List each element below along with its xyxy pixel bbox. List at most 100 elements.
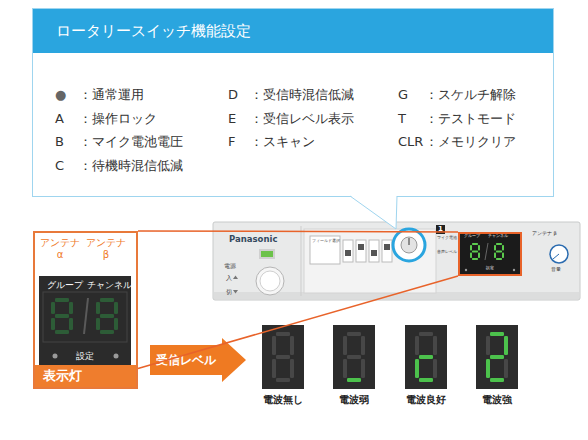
- switch-label: 電源: [224, 262, 236, 269]
- function-name: ：通常運用: [79, 87, 144, 103]
- segment: [472, 243, 478, 245]
- segment: [415, 336, 419, 355]
- segment: [504, 336, 508, 355]
- segment: [114, 302, 118, 314]
- segment: [290, 359, 294, 378]
- digit-screen: [262, 325, 304, 389]
- segment: [343, 359, 347, 378]
- switch-position: E: [228, 111, 236, 127]
- switch-label: 入: [226, 274, 232, 281]
- leader-connector: [138, 231, 458, 368]
- segment: [343, 336, 347, 355]
- level-label: 音声レベル: [437, 250, 457, 255]
- channel-label: チャンネル: [488, 234, 508, 239]
- volume-pointer: [553, 254, 559, 259]
- segment: [361, 359, 365, 378]
- segment: [347, 378, 361, 382]
- switch-lever: [345, 250, 351, 256]
- segment: [415, 359, 419, 378]
- function-name: ：スキャン: [250, 134, 315, 150]
- antenna-switch: [382, 240, 392, 262]
- level-digit: 電波強: [476, 325, 518, 389]
- segment: [55, 314, 69, 318]
- segment: [419, 355, 433, 359]
- rotary-pointer: [409, 238, 410, 245]
- power-led: [261, 251, 273, 257]
- group-label: グループ: [47, 280, 83, 290]
- seven-segment-digit: [343, 332, 365, 382]
- segment: [69, 302, 73, 314]
- switch-position: C: [55, 158, 64, 174]
- seven-segment-digit: [51, 298, 73, 334]
- switch-position: F: [228, 134, 235, 150]
- display-divider: [84, 298, 88, 334]
- function-name: ：スケルチ解除: [425, 87, 516, 103]
- segment: [494, 253, 496, 259]
- indicator-caption: 表示灯: [35, 365, 136, 387]
- function-name: ：マイク電池電圧: [79, 134, 183, 150]
- segment: [419, 378, 433, 382]
- switch-lever: [384, 244, 390, 250]
- leader-line: [138, 276, 458, 368]
- segment: [276, 332, 290, 336]
- segment: [490, 332, 504, 336]
- seven-segment-digit: [96, 298, 118, 334]
- segment: [433, 359, 437, 378]
- arrow-shape: [150, 338, 246, 382]
- segment: [114, 318, 118, 330]
- switch-position: CLR: [398, 134, 423, 150]
- segment: [502, 253, 504, 259]
- power-knob-face: [260, 271, 280, 291]
- seven-segment-digit: [415, 332, 437, 382]
- level-digit: 電波無し: [262, 325, 304, 389]
- button-dot: [114, 354, 119, 359]
- segment: [100, 330, 114, 334]
- display-divider: [485, 243, 488, 260]
- segment: [478, 253, 480, 259]
- segment: [419, 332, 433, 336]
- seven-segment-digit: [470, 243, 480, 260]
- function-name: ：メモリクリア: [425, 134, 516, 150]
- level-arrow: 受信レベル: [150, 338, 246, 382]
- level-caption: 電波良好: [391, 394, 461, 406]
- segment: [470, 245, 472, 251]
- leader-line: [138, 231, 458, 232]
- switch-lever: [371, 250, 377, 256]
- segment: [504, 359, 508, 378]
- volume-knob: [550, 245, 568, 263]
- button-dot: [513, 269, 515, 271]
- antenna-switch: [356, 240, 366, 262]
- segment: [502, 245, 504, 251]
- rotary-switch: [401, 237, 417, 253]
- segment: [69, 318, 73, 330]
- segment: [100, 298, 114, 302]
- segment: [96, 318, 100, 330]
- segment: [490, 355, 504, 359]
- panel-heading: ロータリースイッチ機能設定: [33, 9, 553, 53]
- segment: [433, 336, 437, 355]
- segment: [51, 302, 55, 314]
- digit-screen: [476, 325, 518, 389]
- indicator-box: 表示灯グループチャンネル設定: [33, 231, 138, 389]
- segment: [96, 302, 100, 314]
- switch-position: T: [398, 111, 406, 127]
- led-frame: [259, 249, 275, 259]
- device-display-screen: [460, 234, 520, 274]
- device-divider: [301, 226, 302, 296]
- segment: [490, 378, 504, 382]
- function-name: ：受信レベル表示: [250, 111, 354, 127]
- antenna-label: アンテナ β: [532, 230, 557, 236]
- antenna-heading: アンテナ α: [38, 237, 82, 261]
- rotary-highlight: [393, 229, 425, 261]
- switch-position: G: [398, 87, 408, 103]
- on-marker: [233, 276, 238, 280]
- segment: [51, 318, 55, 330]
- switch-label: 切: [226, 288, 232, 295]
- arrow-label: 受信レベル: [150, 338, 222, 382]
- callout-fill: [350, 196, 397, 230]
- segment: [486, 336, 490, 355]
- device-panel: Panasonicグループチャンネル設定: [213, 222, 580, 300]
- segment: [272, 359, 276, 378]
